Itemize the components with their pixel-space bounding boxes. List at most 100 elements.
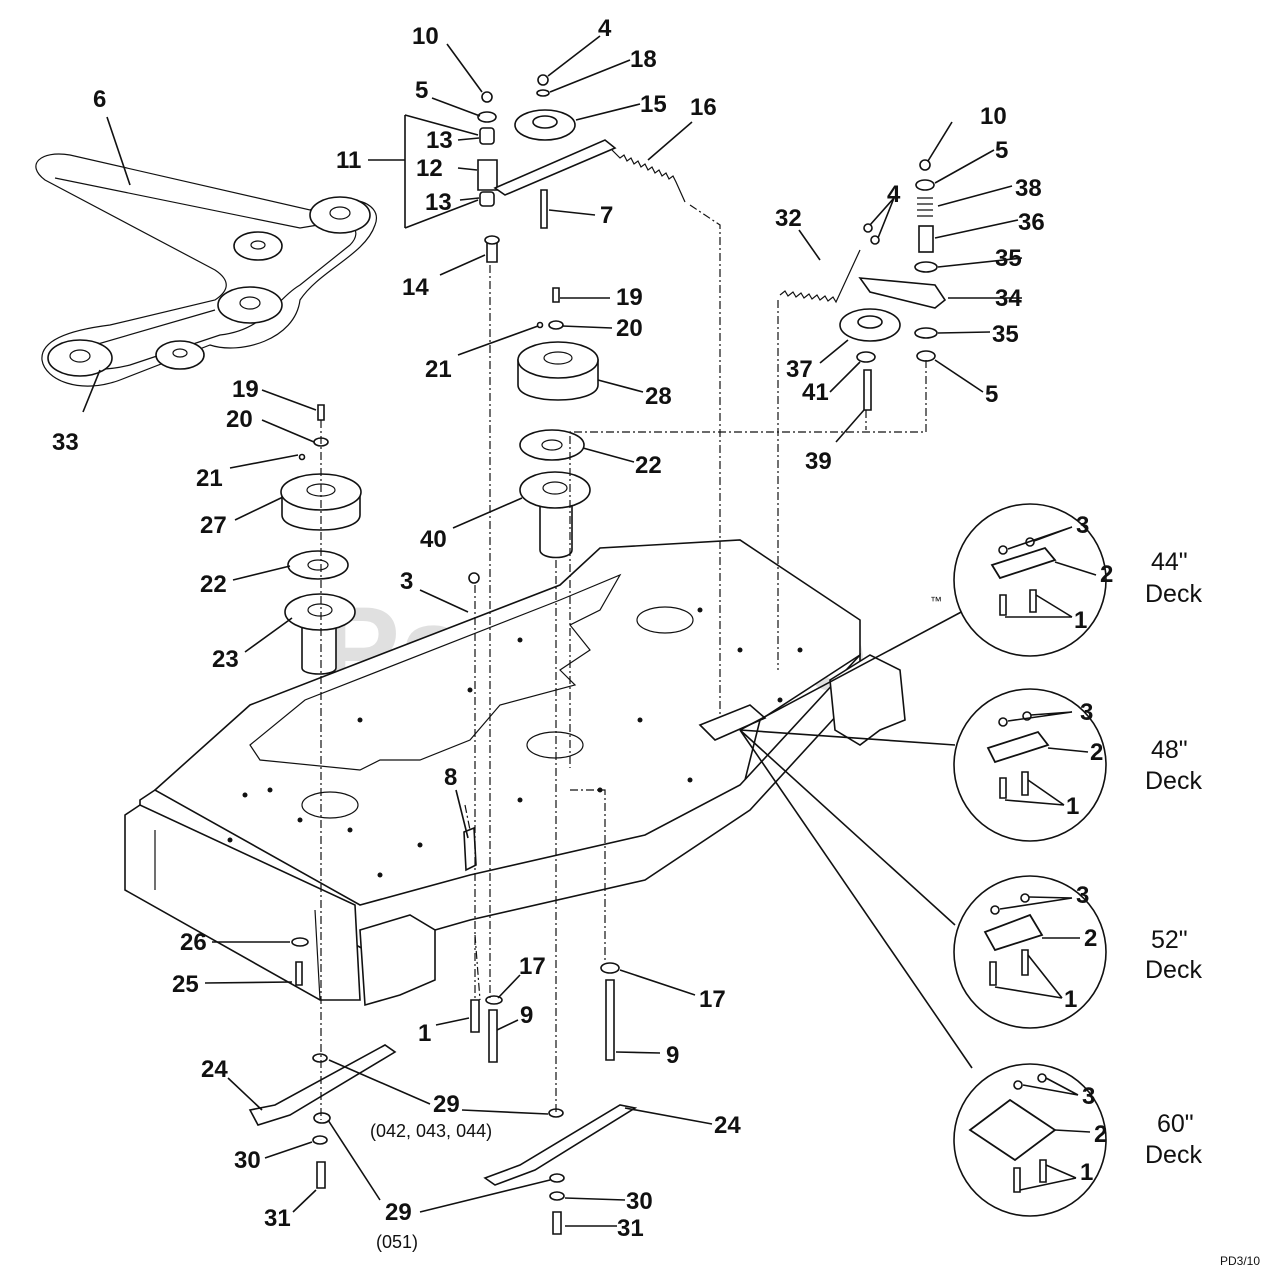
callout-15: 15: [640, 91, 667, 118]
callout-20-center: 20: [616, 315, 643, 342]
key-21-center: [536, 321, 544, 329]
idler-arm-assembly: [477, 74, 686, 263]
note-29-lower: (051): [376, 1232, 418, 1252]
callout-2-44: 2: [1100, 561, 1113, 588]
centerline-bolt9: [570, 789, 606, 962]
screw-1a-52: [989, 961, 997, 986]
callout-35-bottom: 35: [992, 321, 1019, 348]
screw-1b-44: [1029, 589, 1037, 613]
deck-hole-right: [636, 606, 694, 634]
callout-16: 16: [690, 94, 717, 121]
callout-17-right: 17: [699, 986, 726, 1013]
deck-size-60: 60": [1157, 1110, 1194, 1138]
detail-circle-52: [953, 875, 1107, 1029]
bolt-25: [295, 961, 303, 986]
deck-size-44: 44": [1151, 548, 1188, 576]
nut-3b-60: [1037, 1073, 1047, 1083]
callout-23: 23: [212, 646, 239, 673]
bolt-1: [470, 999, 480, 1033]
callout-12: 12: [416, 155, 443, 182]
pulley-28-hub: [543, 351, 573, 365]
spindle-23-shaft: [301, 624, 337, 675]
callout-1-48: 1: [1066, 793, 1079, 820]
washer-22-center-hole: [541, 439, 563, 451]
callout-8: 8: [444, 764, 457, 791]
deck-center-panel: [249, 573, 622, 771]
pulley-28-top: [517, 341, 599, 379]
callout-4-right: 4: [887, 181, 901, 208]
callout-9-left: 9: [520, 1002, 533, 1029]
lead-1-44: [1005, 594, 1073, 618]
nut-10-right: [919, 159, 931, 171]
lower-hardware: [248, 572, 638, 1235]
callout-9-right: 9: [666, 1042, 679, 1069]
deck-label-52: Deck: [1145, 956, 1202, 984]
lead-3-48: [1007, 711, 1073, 722]
lead-1-52: [994, 954, 1063, 999]
callout-19-center: 19: [616, 284, 643, 311]
note-29-upper: (042, 043, 044): [370, 1121, 492, 1141]
callout-10-left: 10: [412, 23, 439, 50]
center-spindle: [517, 287, 599, 559]
callout-24-right: 24: [714, 1112, 741, 1139]
callout-39: 39: [805, 448, 832, 475]
blade-24-right: [483, 1104, 638, 1186]
washer-26: [291, 937, 309, 947]
deck-bolt-holes: [227, 607, 803, 878]
nut-3a-52: [990, 905, 1000, 915]
nut-4b: [870, 235, 880, 245]
callout-34: 34: [995, 285, 1022, 312]
callout-30-left: 30: [234, 1147, 261, 1174]
detail-circle-48: [953, 688, 1107, 842]
spring-38: [917, 197, 933, 217]
washer-35-bottom: [914, 327, 938, 339]
deck-size-52: 52": [1151, 926, 1188, 954]
belt-pulley-center-hub: [239, 296, 261, 310]
deck-hole-center: [526, 731, 584, 759]
callout-2-48: 2: [1090, 739, 1103, 766]
idler-bracket-34: [858, 277, 947, 309]
spring-16: [611, 149, 686, 203]
washer-5-bottom: [916, 350, 936, 362]
callout-36: 36: [1018, 209, 1045, 236]
screw-1a-44: [999, 594, 1007, 616]
deck-details: 3 2 1 44" Deck 3 2 1 48" Deck: [739, 503, 1202, 1217]
belt-pulley-center: [217, 286, 283, 324]
nut-3a-60: [1013, 1080, 1023, 1090]
idler-pulley-37-hub: [857, 315, 883, 329]
left-spindle: [280, 404, 362, 675]
leader-deck-44: [739, 609, 966, 731]
belt-pulley-left: [47, 339, 113, 377]
callout-7: 7: [600, 202, 613, 229]
deck-detail-48: 3 2 1 48" Deck: [953, 688, 1202, 842]
callout-17-left: 17: [519, 953, 546, 980]
washer-29-right-lower: [549, 1173, 565, 1183]
callout-31-left: 31: [264, 1205, 291, 1232]
callout-11: 11: [336, 147, 361, 174]
plate-2-44: [990, 546, 1057, 580]
screw-1a-60: [1013, 1167, 1021, 1193]
spacer-36: [918, 225, 934, 253]
bolt-7: [540, 189, 548, 229]
spindle-40-hub: [542, 481, 568, 495]
callout-21-center: 21: [425, 356, 452, 383]
callout-22-center: 22: [635, 452, 662, 479]
nut-4a: [863, 223, 873, 233]
callout-6: 6: [93, 86, 106, 113]
screw-1b-52: [1021, 949, 1029, 976]
deck-hole-left: [301, 791, 359, 819]
callout-22-left: 22: [200, 571, 227, 598]
deck-left-end: [124, 804, 361, 1001]
callout-3-52: 3: [1076, 882, 1089, 909]
callout-31-right: 31: [617, 1215, 644, 1242]
lead-2-60: [1054, 1129, 1091, 1133]
callout-10-right: 10: [980, 103, 1007, 130]
nut-3a-44: [998, 545, 1008, 555]
lead-3-44: [1007, 526, 1073, 550]
centerline-right: [569, 360, 927, 768]
bolt-9-left: [488, 1009, 498, 1063]
callout-3-60: 3: [1082, 1083, 1095, 1110]
callout-40: 40: [420, 526, 447, 553]
deck-label-60: Deck: [1145, 1141, 1202, 1169]
